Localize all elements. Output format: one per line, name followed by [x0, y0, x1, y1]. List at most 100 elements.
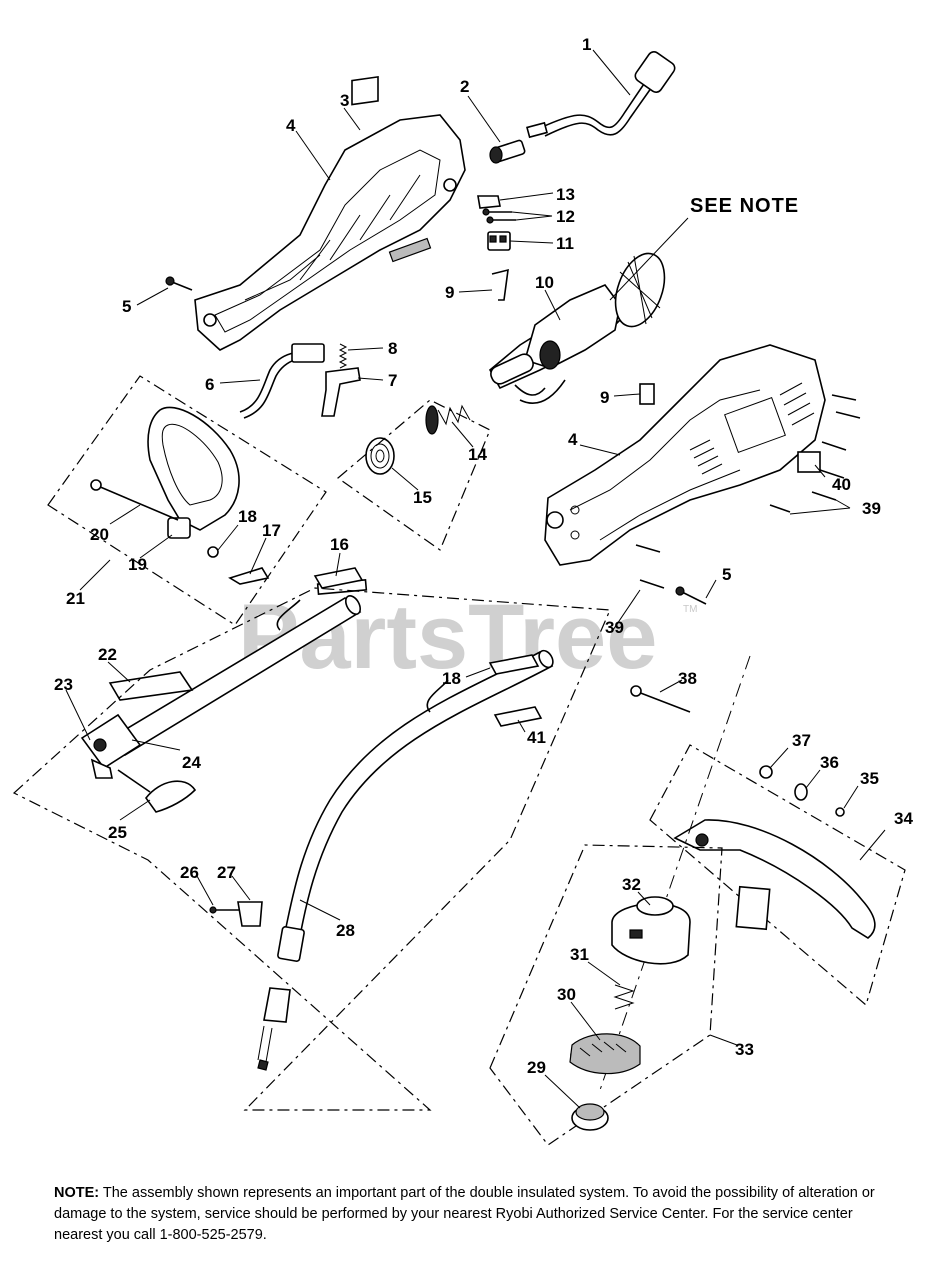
callout-5-left: 5: [122, 297, 131, 316]
callout-18-upper: 18: [238, 507, 257, 526]
part-28-shaft-lower: [257, 649, 554, 1071]
part-4-housing-left: [194, 114, 466, 351]
part-20-bolt: [90, 479, 179, 521]
callout-14: 14: [468, 445, 487, 464]
callout-19: 19: [128, 555, 147, 574]
leader-lines: [65, 49, 886, 1109]
note-prefix: NOTE:: [54, 1185, 100, 1201]
part-25-knob: [117, 769, 197, 813]
part-19-assist-handle: [147, 406, 240, 539]
part-35-nut: [835, 807, 845, 817]
callout-23: 23: [54, 675, 73, 694]
part-30-spool: [569, 1033, 641, 1075]
part-26-screw: [209, 906, 240, 914]
callout-2: 2: [460, 77, 469, 96]
part-5-screw-b: [675, 586, 707, 605]
callout-41: 41: [527, 728, 546, 747]
callout-12: 12: [556, 207, 575, 226]
part-29-knob: [571, 1103, 609, 1131]
callout-21: 21: [66, 589, 85, 608]
callout-24: 24: [182, 753, 201, 772]
callout-6: 6: [205, 375, 214, 394]
part-18-nut: [207, 546, 219, 558]
part-7-trigger: [321, 367, 361, 417]
part-13-clamp: [477, 195, 501, 209]
callout-35: 35: [860, 769, 879, 788]
callout-5-right: 5: [722, 565, 731, 584]
part-15-coil: [365, 437, 395, 475]
part-27-clamp: [237, 901, 263, 927]
part-38-bolt: [630, 685, 691, 713]
parts-diagram: PartsTree TM: [12, 35, 913, 1146]
callout-17: 17: [262, 521, 281, 540]
callout-labels: 1 2 3 4 13 12 11 SEE NOTE 9 10 5 8 7 6 9…: [54, 35, 913, 1077]
callout-11: 11: [556, 234, 574, 253]
callout-32: 32: [622, 875, 641, 894]
part-11-switch-block: [487, 231, 511, 251]
part-9-clip-a: [491, 268, 509, 301]
part-10-motor: [488, 252, 666, 405]
callout-25: 25: [108, 823, 127, 842]
callout-1: 1: [582, 35, 591, 54]
part-39-screws: [635, 394, 861, 589]
callout-30: 30: [557, 985, 576, 1004]
callout-4-lower: 4: [568, 430, 578, 449]
part-36-ring: [794, 783, 808, 801]
callout-16: 16: [330, 535, 349, 554]
callout-9-upper: 9: [445, 283, 454, 302]
part-21-box: [47, 375, 327, 626]
callout-27: 27: [217, 863, 236, 882]
callout-33: 33: [735, 1040, 754, 1059]
part-34-box: [649, 744, 906, 1007]
part-16-label: [313, 567, 364, 589]
callout-10: 10: [535, 273, 554, 292]
part-31-spring: [613, 984, 635, 1010]
part-5-screw-a: [165, 276, 193, 291]
callout-37: 37: [792, 731, 811, 750]
callout-39-mid: 39: [605, 618, 624, 637]
callout-7: 7: [388, 371, 397, 390]
callout-40: 40: [832, 475, 851, 494]
shaft-assembly-box: [12, 587, 611, 1111]
callout-8: 8: [388, 339, 397, 358]
part-37-washer: [759, 765, 773, 779]
callout-13: 13: [556, 185, 575, 204]
part-40-label: [797, 451, 821, 473]
part-14-spring-washer: [425, 404, 471, 435]
footnote: NOTE: The assembly shown represents an i…: [54, 1183, 904, 1246]
part-33-box: [489, 844, 723, 1146]
part-18-label: [488, 654, 540, 675]
callout-39-right: 39: [862, 499, 881, 518]
part-33-centerline: [599, 655, 751, 1091]
watermark-trademark: TM: [683, 604, 697, 615]
callout-36: 36: [820, 753, 839, 772]
part-15-box: [337, 399, 491, 551]
callout-4-upper: 4: [286, 116, 296, 135]
part-9-clip-b: [639, 383, 655, 405]
part-2-strain-relief: [489, 139, 526, 164]
callout-38: 38: [678, 669, 697, 688]
callout-31: 31: [570, 945, 589, 964]
note-text: The assembly shown represents an importa…: [54, 1185, 875, 1243]
callout-26: 26: [180, 863, 199, 882]
callout-29: 29: [527, 1058, 546, 1077]
part-3-label: [351, 75, 379, 106]
part-34-guard: [673, 819, 876, 939]
callout-20: 20: [90, 525, 109, 544]
part-12-screws: [482, 208, 516, 224]
callout-28: 28: [336, 921, 355, 940]
callout-15: 15: [413, 488, 432, 507]
callout-3: 3: [340, 91, 349, 110]
part-4-housing-right: [544, 344, 826, 566]
callout-18-lower: 18: [442, 669, 461, 688]
part-8-spring: [338, 343, 348, 369]
part-23-coupler: [80, 713, 142, 779]
part-17-knob-clip: [228, 567, 270, 585]
part-1-cord: [526, 51, 676, 139]
callout-34: 34: [894, 809, 913, 828]
see-note-label: SEE NOTE: [690, 195, 799, 217]
callout-22: 22: [98, 645, 117, 664]
part-6-wire: [239, 343, 325, 419]
callout-9-lower: 9: [600, 388, 609, 407]
part-22-label: [108, 671, 194, 701]
